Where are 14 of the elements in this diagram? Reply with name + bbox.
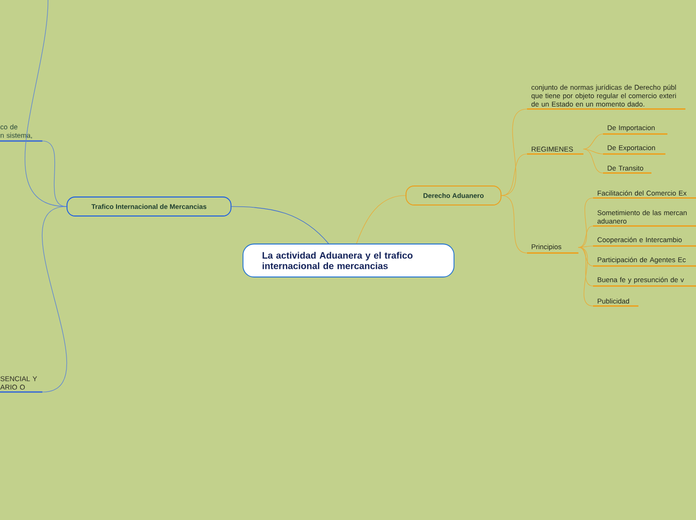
connector bbox=[578, 247, 594, 306]
connector bbox=[583, 148, 604, 174]
connector bbox=[501, 154, 528, 196]
connector bbox=[583, 148, 604, 154]
connector bbox=[578, 226, 594, 248]
connector bbox=[356, 195, 406, 244]
connector bbox=[583, 134, 604, 150]
connector bbox=[42, 206, 68, 392]
connector bbox=[231, 206, 329, 244]
connector bbox=[24, 0, 67, 207]
central-topic-box: La actividad Aduanera y el trafico internacional de mercancias bbox=[242, 244, 454, 278]
connector bbox=[501, 195, 528, 254]
connector bbox=[578, 247, 594, 286]
connector bbox=[578, 246, 594, 248]
